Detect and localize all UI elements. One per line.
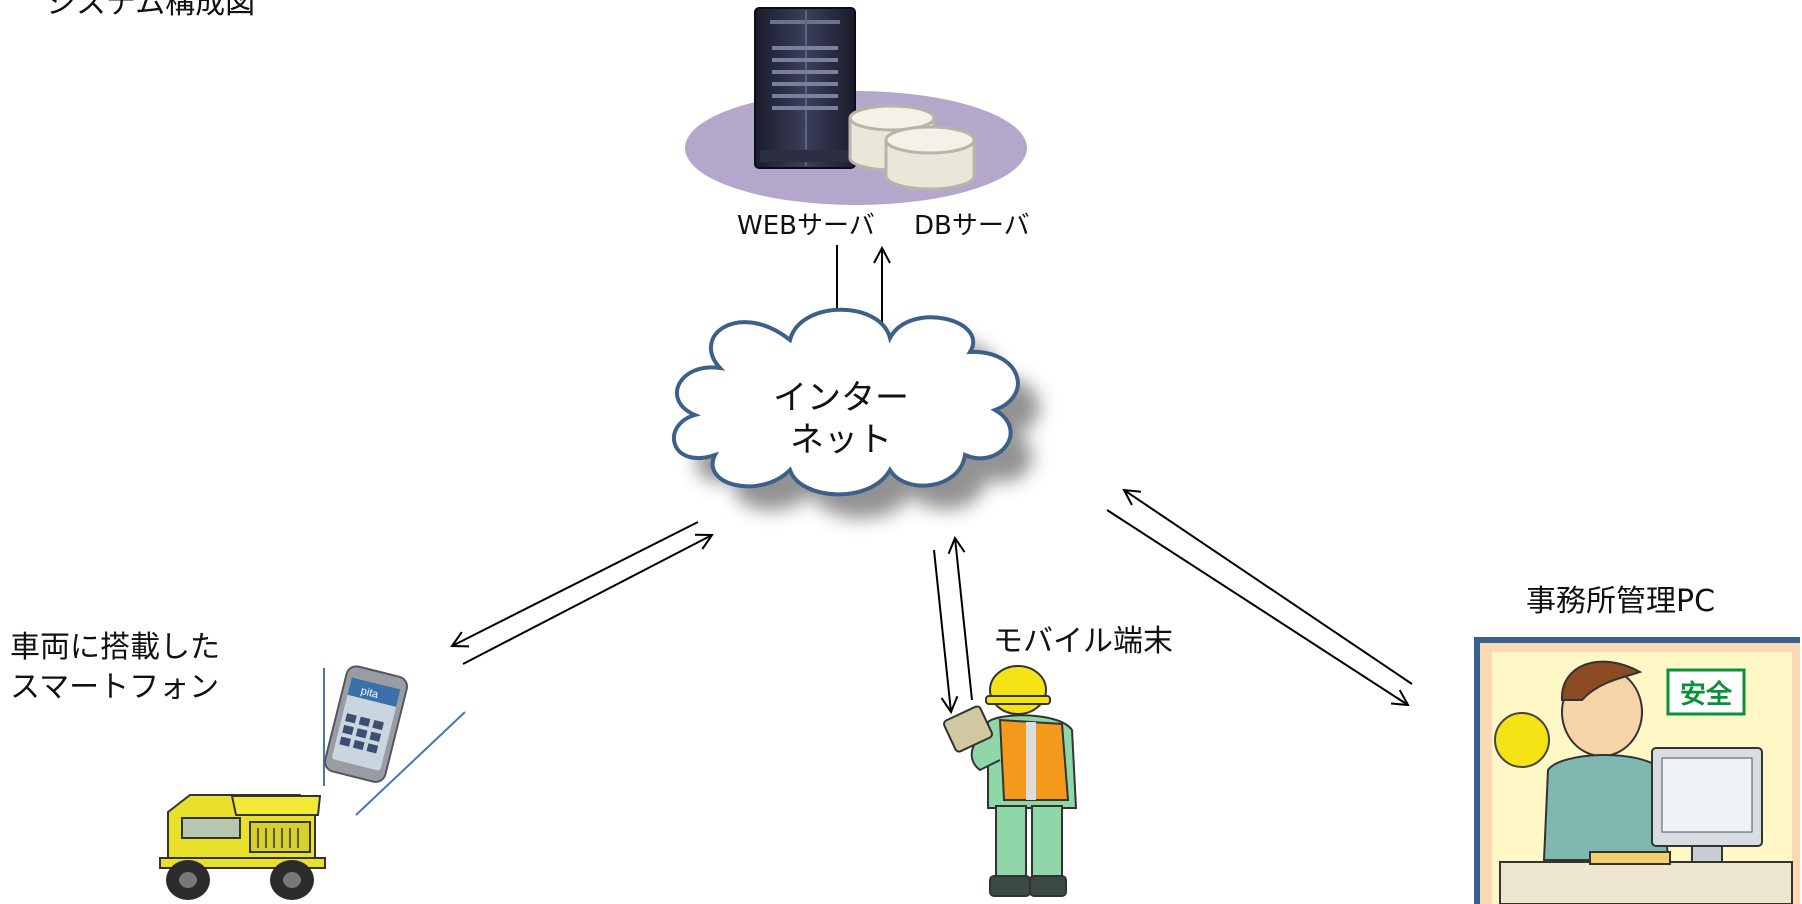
- office-pc-panel: 安全: [1474, 637, 1800, 904]
- db-server-label: DBサーバ: [914, 211, 1030, 241]
- web-server-label: WEBサーバ: [737, 211, 875, 241]
- safety-sign: [1666, 668, 1746, 716]
- db-server-icon: [848, 104, 976, 191]
- internet-cloud: [671, 307, 1040, 519]
- diagram-title: システム構成図: [46, 0, 256, 21]
- arrow-office-to-cloud: [1124, 490, 1413, 685]
- smartphone-brand: pita: [359, 685, 380, 701]
- safety-sign-text: 安全: [1680, 679, 1733, 710]
- clock-icon: [1494, 712, 1550, 768]
- arrow-cloud-to-office: [1106, 509, 1408, 705]
- signal-line: [355, 711, 466, 816]
- arrow-cloud-to-mobile: [933, 549, 951, 712]
- dump-truck-icon: [159, 794, 326, 900]
- office-pc-label: 事務所管理PC: [1526, 584, 1716, 619]
- smartphone-label-line1: 車両に搭載した: [10, 630, 220, 665]
- arrow-smartphone-to-cloud: [462, 535, 712, 665]
- web-server-icon: [754, 7, 856, 169]
- smartphone-icon: pita: [323, 665, 409, 783]
- server-group: [685, 7, 1027, 205]
- cloud-label-line1: インター: [773, 378, 909, 418]
- mobile-worker-icon: [943, 665, 1078, 897]
- cloud-label-line2: ネット: [790, 420, 892, 460]
- smartphone-label-line2: スマートフォン: [10, 670, 220, 705]
- mobile-terminal-label: モバイル端末: [993, 624, 1173, 659]
- arrow-cloud-to-smartphone: [452, 521, 699, 646]
- arrow-mobile-to-cloud: [955, 538, 973, 701]
